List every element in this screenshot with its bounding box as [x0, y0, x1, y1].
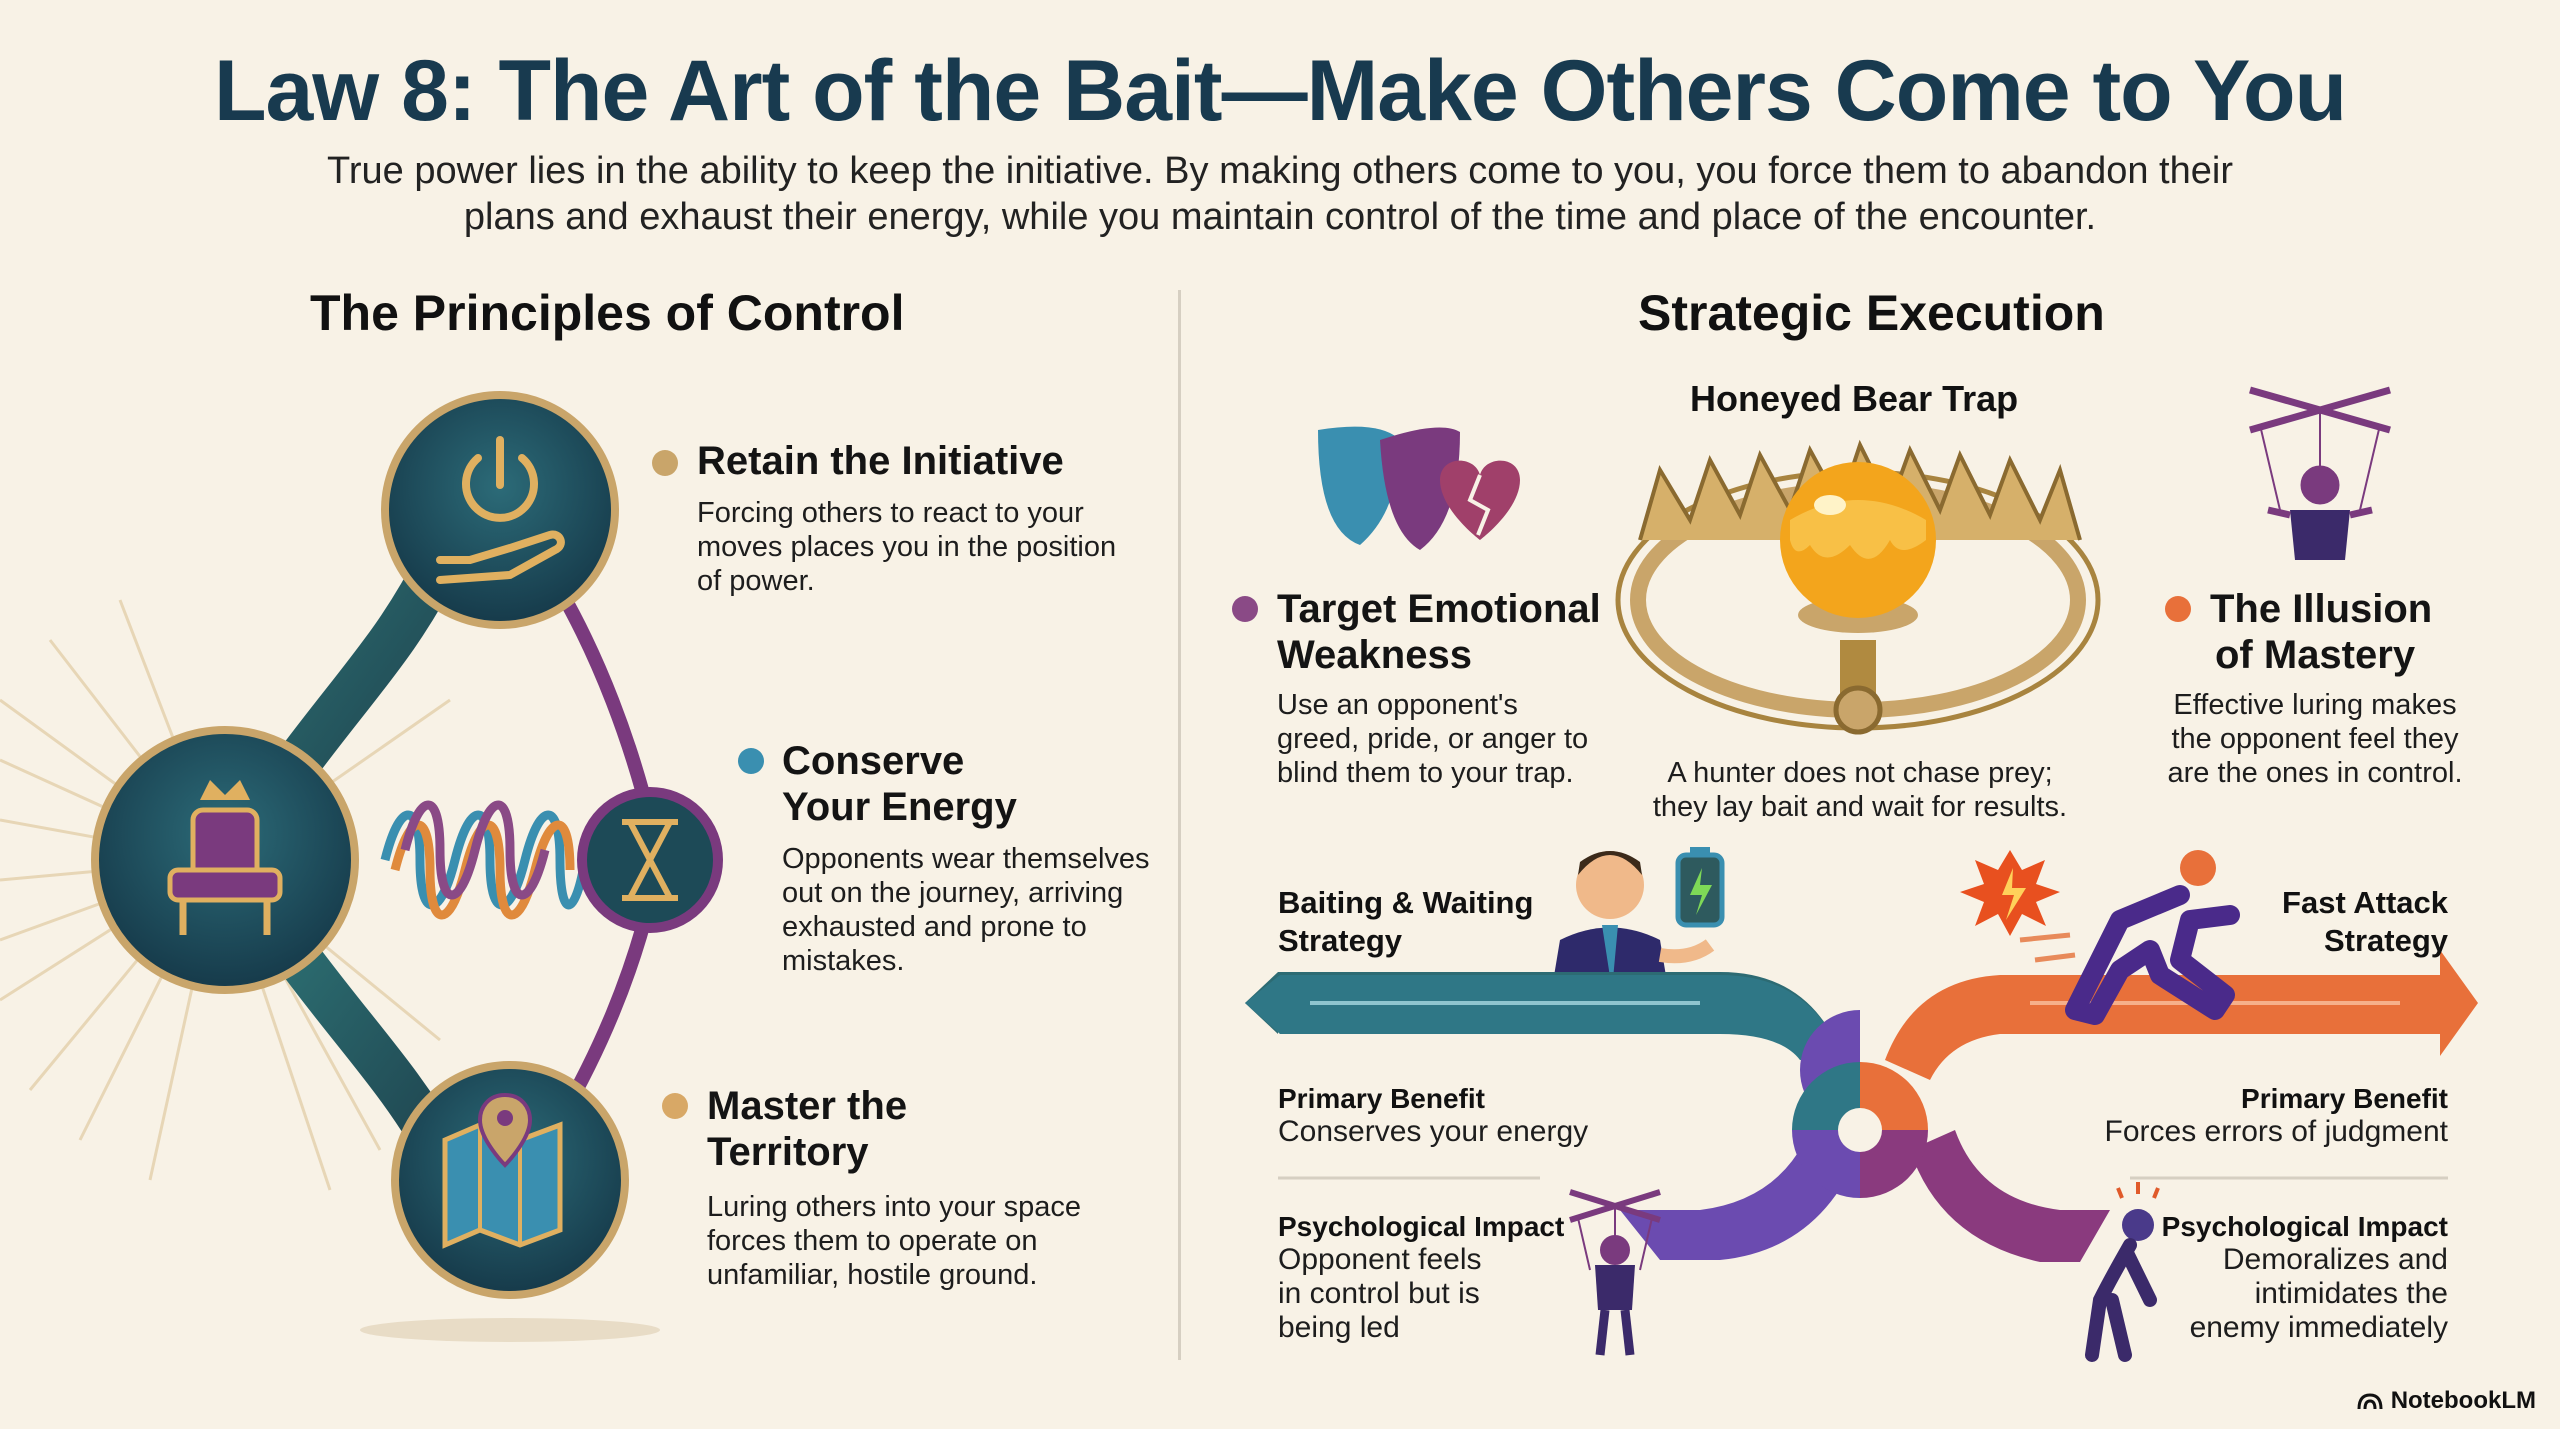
left-section-heading: The Principles of Control	[310, 285, 905, 341]
businessman-icon	[1550, 851, 1715, 1000]
fast-benefit: Forces errors of judgment	[2104, 1115, 2448, 1148]
page-title: Law 8: The Art of the Bait—Make Others C…	[213, 43, 2347, 139]
illusion-title-line2: of Mastery	[2215, 633, 2416, 677]
hourglass-icon	[622, 819, 678, 901]
emotional-body: Use an opponent's greed, pride, or anger…	[1277, 689, 1589, 789]
throne-icon	[167, 780, 283, 935]
principles-diagram	[0, 391, 723, 1342]
baiting-benefit: Conserves your energy	[1278, 1115, 1589, 1148]
baiting-path	[1245, 975, 1835, 1060]
page-subtitle: True power lies in the ability to keep t…	[327, 150, 2233, 238]
emotional-title-line1: Target Emotional	[1277, 587, 1601, 631]
burst-icon	[1960, 850, 2060, 936]
energy-bullet	[738, 748, 764, 774]
territory-title-line2: Territory	[707, 1130, 869, 1174]
emotional-title-line2: Weakness	[1277, 633, 1472, 677]
fast-attack-path	[1885, 950, 2478, 1080]
territory-body: Luring others into your space forces the…	[707, 1191, 1081, 1291]
emotional-bullet	[1232, 596, 1258, 622]
coil-spring	[380, 800, 590, 920]
honey-orb-icon	[1780, 462, 1936, 618]
puppet-small-icon	[1569, 1189, 1661, 1356]
puppet-icon	[2249, 386, 2391, 560]
masks-icon	[1318, 426, 1520, 550]
trap-caption: A hunter does not chase prey; they lay b…	[1652, 757, 2068, 823]
right-section-heading: Strategic Execution	[1638, 285, 2105, 341]
baiting-lower-arc	[1620, 1130, 1860, 1260]
notebooklm-logo: NotebookLM	[2357, 1387, 2536, 1415]
trap-title: Honeyed Bear Trap	[1690, 378, 2019, 419]
energy-title-line2: Your Energy	[782, 785, 1017, 829]
initiative-body: Forcing others to react to your moves pl…	[697, 497, 1117, 597]
fast-benefit-label: Primary Benefit	[2241, 1083, 2448, 1114]
baiting-impact: Opponent feels in control but is being l…	[1278, 1243, 1482, 1344]
initiative-bullet	[652, 450, 678, 476]
energy-body: Opponents wear themselves out on the jou…	[782, 843, 1150, 977]
power-hand-icon	[436, 436, 565, 584]
section-divider	[1178, 290, 1181, 1360]
logo-text: NotebookLM	[2390, 1387, 2536, 1414]
baiting-impact-label: Psychological Impact	[1278, 1211, 1565, 1242]
baiting-benefit-label: Primary Benefit	[1278, 1083, 1485, 1114]
illusion-bullet	[2165, 596, 2191, 622]
notebooklm-icon	[2357, 1393, 2383, 1410]
illusion-title-line1: The Illusion	[2210, 587, 2433, 631]
baiting-title-line1: Baiting & Waiting	[1278, 885, 1534, 920]
baiting-title-line2: Strategy	[1278, 923, 1403, 958]
bear-trap-icon	[1615, 439, 2101, 735]
fast-lower-arc	[1910, 1130, 2110, 1262]
territory-bullet	[662, 1093, 688, 1119]
battery-icon	[1675, 847, 1725, 928]
fast-impact: Demoralizes and intimidates the enemy im…	[2189, 1243, 2448, 1344]
initiative-circle	[381, 391, 619, 629]
initiative-title: Retain the Initiative	[697, 439, 1064, 483]
center-hub-icon	[1792, 1010, 1928, 1198]
fast-title-line2: Strategy	[2323, 923, 2448, 958]
territory-title-line1: Master the	[707, 1084, 908, 1128]
map-pin-icon	[442, 1092, 563, 1249]
illusion-body: Effective luring makes the opponent feel…	[2167, 689, 2463, 789]
fast-impact-label: Psychological Impact	[2161, 1211, 2448, 1242]
fast-title-line1: Fast Attack	[2282, 885, 2448, 920]
energy-title-line1: Conserve	[782, 739, 965, 783]
